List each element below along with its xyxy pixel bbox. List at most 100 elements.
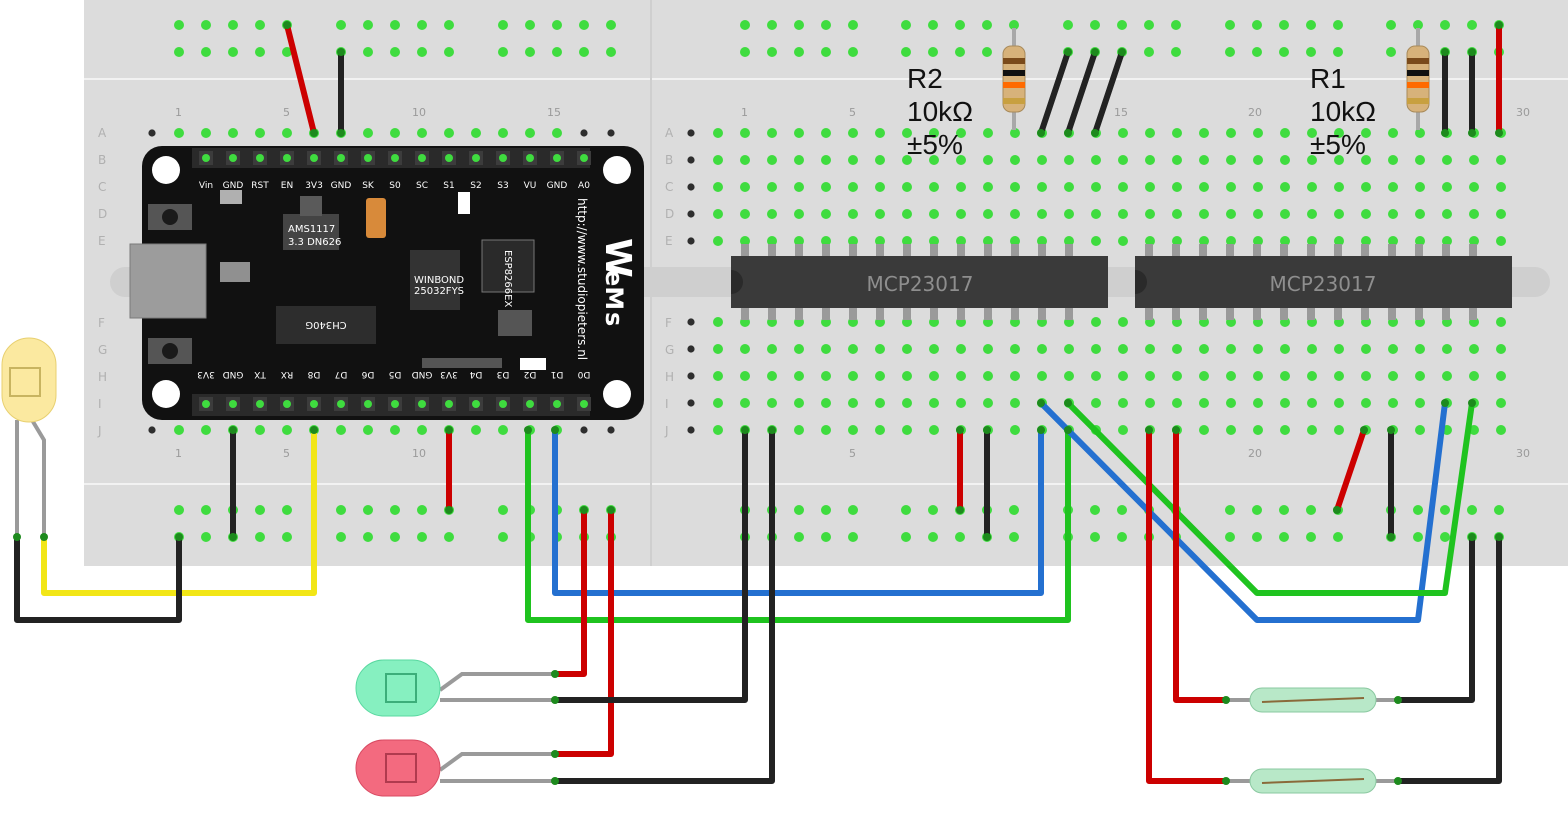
breadboard-hole[interactable] <box>1118 344 1128 354</box>
breadboard-hole[interactable] <box>336 532 346 542</box>
breadboard-hole[interactable] <box>1280 209 1290 219</box>
breadboard-hole[interactable] <box>498 532 508 542</box>
breadboard-hole[interactable] <box>821 425 831 435</box>
breadboard-hole[interactable] <box>1388 371 1398 381</box>
breadboard-hole[interactable] <box>740 155 750 165</box>
wire-end[interactable] <box>1495 533 1503 541</box>
breadboard-hole[interactable] <box>1199 344 1209 354</box>
breadboard-hole[interactable] <box>902 182 912 192</box>
breadboard-hole[interactable] <box>848 398 858 408</box>
wire-end[interactable] <box>337 48 345 56</box>
breadboard-hole[interactable] <box>1010 209 1020 219</box>
breadboard-hole[interactable] <box>1010 182 1020 192</box>
breadboard-hole[interactable] <box>1415 155 1425 165</box>
breadboard-hole[interactable] <box>1118 425 1128 435</box>
wire-end[interactable] <box>310 426 318 434</box>
breadboard-hole[interactable] <box>821 344 831 354</box>
breadboard-hole[interactable] <box>336 505 346 515</box>
breadboard-hole[interactable] <box>1442 182 1452 192</box>
breadboard-hole[interactable] <box>902 425 912 435</box>
breadboard-hole[interactable] <box>1009 505 1019 515</box>
header-pin-contact[interactable] <box>337 400 345 408</box>
breadboard-hole[interactable] <box>1469 182 1479 192</box>
breadboard-hole[interactable] <box>471 128 481 138</box>
wire-red-3v3-rail[interactable] <box>284 22 317 136</box>
breadboard-hole[interactable] <box>1037 236 1047 246</box>
breadboard-hole[interactable] <box>821 47 831 57</box>
breadboard-hole[interactable] <box>687 183 695 191</box>
wire-green-scl[interactable] <box>525 427 1071 623</box>
breadboard-hole[interactable] <box>875 398 885 408</box>
breadboard-hole[interactable] <box>525 128 535 138</box>
breadboard-hole[interactable] <box>713 371 723 381</box>
wire-end[interactable] <box>1394 696 1402 704</box>
breadboard-hole[interactable] <box>929 236 939 246</box>
wire-end[interactable] <box>445 506 453 514</box>
header-pin-contact[interactable] <box>256 400 264 408</box>
header-pin-contact[interactable] <box>418 154 426 162</box>
wire-end[interactable] <box>1145 426 1153 434</box>
wire-green-scl-2[interactable] <box>1065 400 1475 596</box>
breadboard-hole[interactable] <box>740 47 750 57</box>
breadboard-hole[interactable] <box>687 129 695 137</box>
breadboard-hole[interactable] <box>282 47 292 57</box>
breadboard-hole[interactable] <box>1145 182 1155 192</box>
breadboard-hole[interactable] <box>740 128 750 138</box>
breadboard-hole[interactable] <box>956 155 966 165</box>
breadboard-hole[interactable] <box>687 210 695 218</box>
breadboard-hole[interactable] <box>983 182 993 192</box>
breadboard-hole[interactable] <box>1010 371 1020 381</box>
wire-black-jumper[interactable] <box>1065 49 1098 136</box>
header-pin-contact[interactable] <box>553 154 561 162</box>
wire-end[interactable] <box>983 426 991 434</box>
wire-end[interactable] <box>40 533 48 541</box>
breadboard-hole[interactable] <box>444 128 454 138</box>
breadboard-hole[interactable] <box>1199 398 1209 408</box>
breadboard-hole[interactable] <box>848 47 858 57</box>
header-pin-contact[interactable] <box>364 154 372 162</box>
breadboard-hole[interactable] <box>1172 182 1182 192</box>
breadboard-hole[interactable] <box>1253 398 1263 408</box>
breadboard-hole[interactable] <box>1334 236 1344 246</box>
breadboard-hole[interactable] <box>1386 47 1396 57</box>
breadboard-hole[interactable] <box>983 155 993 165</box>
breadboard-hole[interactable] <box>1037 209 1047 219</box>
breadboard-hole[interactable] <box>1010 425 1020 435</box>
wire-end[interactable] <box>229 426 237 434</box>
breadboard-hole[interactable] <box>1388 182 1398 192</box>
wire-end[interactable] <box>1360 426 1368 434</box>
wire-black-red-led[interactable] <box>552 427 775 784</box>
breadboard-hole[interactable] <box>983 398 993 408</box>
breadboard-hole[interactable] <box>498 47 508 57</box>
breadboard-hole[interactable] <box>983 371 993 381</box>
breadboard-hole[interactable] <box>1496 425 1506 435</box>
breadboard-hole[interactable] <box>794 20 804 30</box>
breadboard-hole[interactable] <box>1253 425 1263 435</box>
breadboard-hole[interactable] <box>201 47 211 57</box>
header-pin-contact[interactable] <box>283 154 291 162</box>
wire-end[interactable] <box>524 426 532 434</box>
wire-black-jumper[interactable] <box>1092 49 1125 136</box>
breadboard-hole[interactable] <box>1064 371 1074 381</box>
breadboard-hole[interactable] <box>1172 371 1182 381</box>
breadboard-hole[interactable] <box>713 155 723 165</box>
breadboard-hole[interactable] <box>1199 155 1209 165</box>
breadboard-hole[interactable] <box>363 425 373 435</box>
breadboard-hole[interactable] <box>1009 20 1019 30</box>
breadboard-hole[interactable] <box>1467 505 1477 515</box>
breadboard-hole[interactable] <box>1226 425 1236 435</box>
breadboard-hole[interactable] <box>1145 236 1155 246</box>
breadboard-hole[interactable] <box>821 371 831 381</box>
breadboard-hole[interactable] <box>1252 532 1262 542</box>
breadboard-hole[interactable] <box>794 505 804 515</box>
breadboard-hole[interactable] <box>1253 236 1263 246</box>
breadboard-hole[interactable] <box>471 425 481 435</box>
breadboard-hole[interactable] <box>1442 371 1452 381</box>
breadboard-hole[interactable] <box>1091 236 1101 246</box>
breadboard-hole[interactable] <box>1090 532 1100 542</box>
wire-end[interactable] <box>1037 426 1045 434</box>
wire-end[interactable] <box>1495 129 1503 137</box>
breadboard-hole[interactable] <box>713 425 723 435</box>
breadboard-hole[interactable] <box>875 182 885 192</box>
breadboard-hole[interactable] <box>1496 344 1506 354</box>
